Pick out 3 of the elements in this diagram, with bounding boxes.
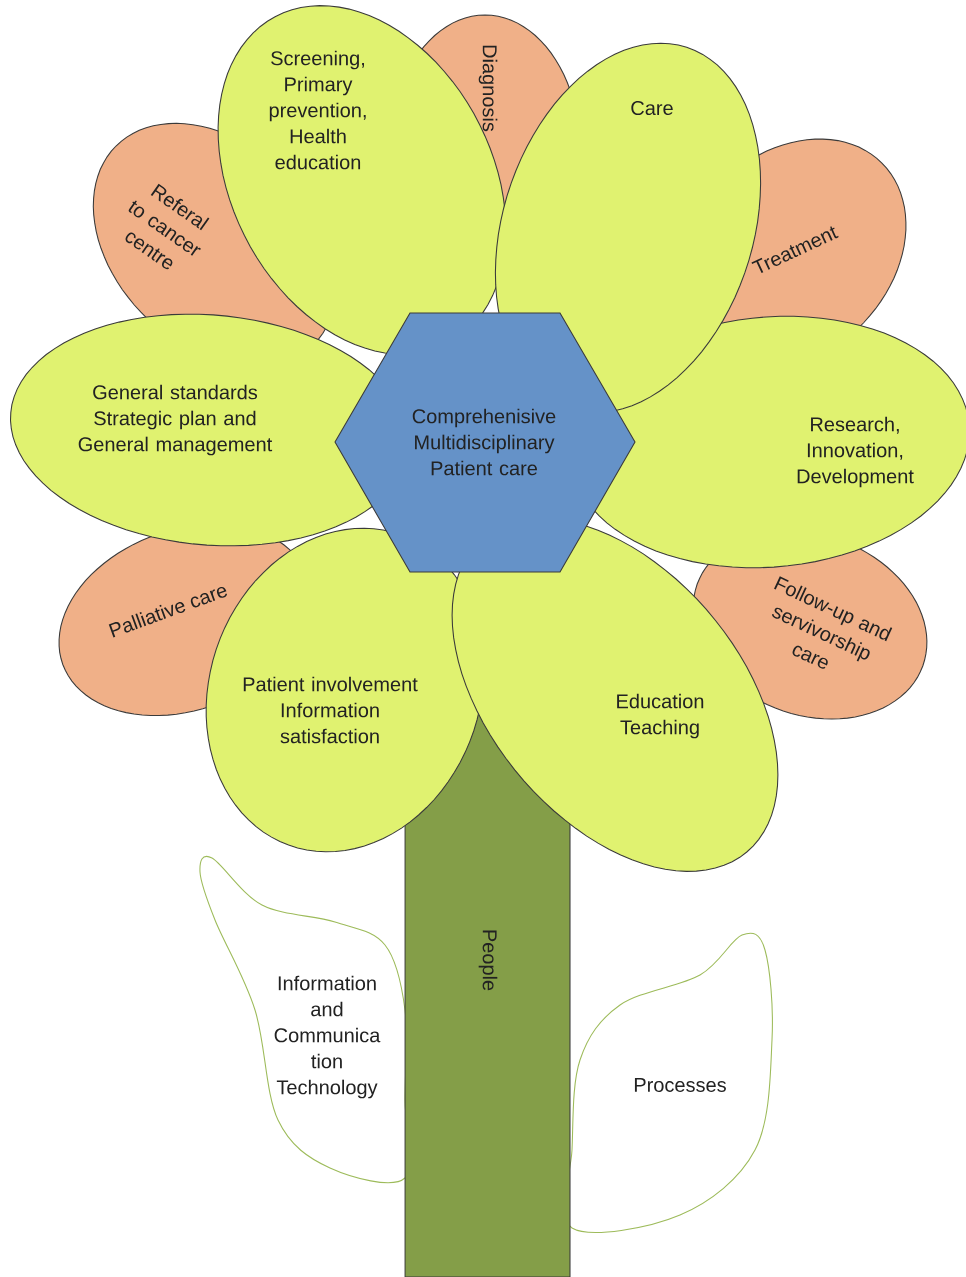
leaf: Processes (563, 932, 773, 1233)
hexagon: Comprehenisive Multidisciplinary Patient care (334, 312, 636, 573)
leaf: Information and Communica tion Technology (199, 855, 412, 1184)
